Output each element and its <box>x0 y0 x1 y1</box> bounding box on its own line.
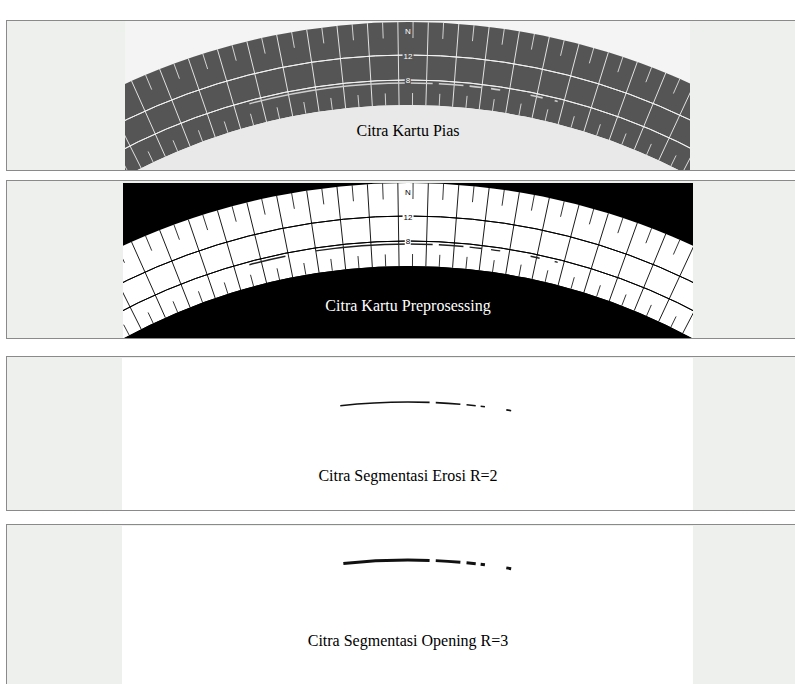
scale-number: N <box>404 27 412 36</box>
image-panel: Citra Kartu Preprosessing <box>6 180 795 339</box>
panel-ground <box>6 524 795 684</box>
panel-ground <box>6 356 795 511</box>
panel-caption: Citra Segmentasi Opening R=3 <box>308 632 509 650</box>
scale-number: 12 <box>403 213 414 222</box>
scale-number: 8 <box>405 237 411 246</box>
trace-line <box>249 243 558 265</box>
segment-image <box>122 526 693 684</box>
trace-line <box>340 401 511 411</box>
image-panel: Citra Segmentasi Opening R=3 <box>6 524 795 684</box>
trace-line <box>249 82 558 104</box>
chart-card <box>123 183 693 338</box>
panel-caption: Citra Kartu Pias <box>356 122 459 140</box>
scale-number: 8 <box>405 76 411 85</box>
segment-image <box>122 358 693 510</box>
image-panel: Citra Kartu Pias <box>6 20 795 171</box>
chart-card <box>125 21 690 170</box>
image-panel: Citra Segmentasi Erosi R=2 <box>6 356 795 511</box>
scale-number: 12 <box>403 52 414 61</box>
scale-number: N <box>404 188 412 197</box>
panel-caption: Citra Segmentasi Erosi R=2 <box>318 467 497 485</box>
panel-caption: Citra Kartu Preprosessing <box>325 297 490 315</box>
trace-line <box>343 559 511 571</box>
